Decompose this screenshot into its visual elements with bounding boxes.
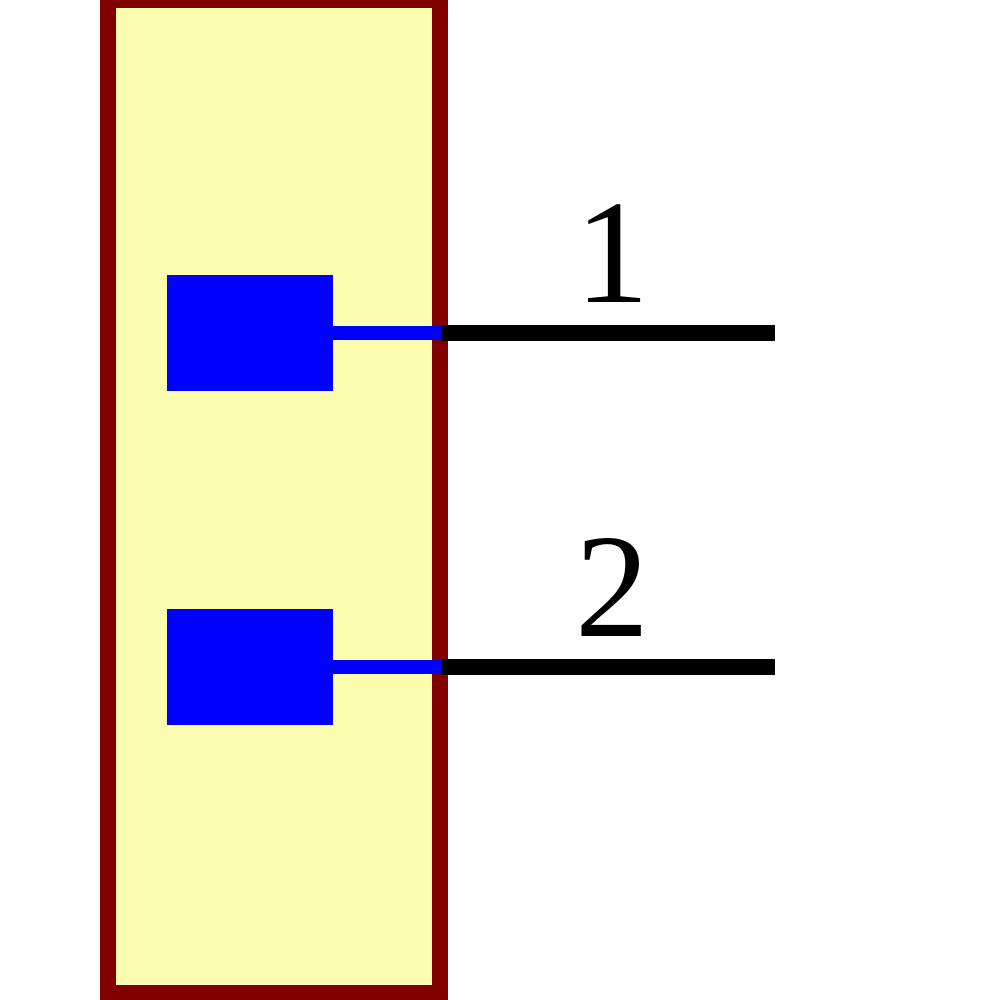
pin-2-pad bbox=[167, 609, 333, 725]
pin-2: 2 bbox=[167, 505, 775, 725]
connector-body bbox=[100, 0, 448, 1000]
pin-2-line bbox=[441, 659, 775, 675]
pin-1-number: 1 bbox=[575, 171, 649, 335]
pin-1: 1 bbox=[167, 171, 775, 391]
pin-1-pad bbox=[167, 275, 333, 391]
pin-1-line bbox=[441, 325, 775, 341]
pin-1-pad-trace bbox=[333, 326, 443, 340]
pin-2-pad-trace bbox=[333, 660, 443, 674]
pin-2-number: 2 bbox=[575, 505, 649, 669]
